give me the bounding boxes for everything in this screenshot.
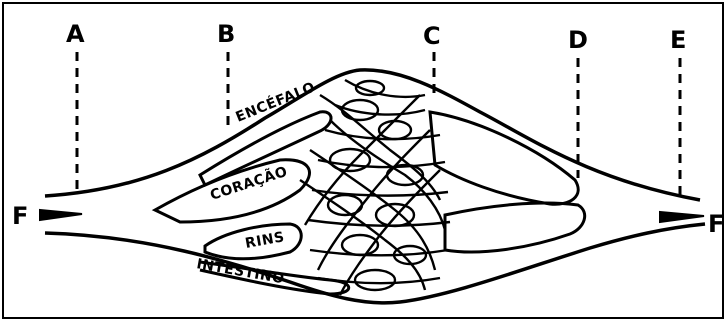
right-lower-channel — [445, 203, 585, 252]
flow-label-right: F — [708, 210, 724, 238]
marker-label-c: C — [423, 22, 441, 50]
marker-label-b: B — [217, 20, 235, 48]
marker-label-d: D — [568, 26, 588, 54]
organ-label-kidneys: RINS — [244, 229, 286, 252]
marker-label-e: E — [670, 26, 686, 54]
flow-label-left: F — [12, 202, 28, 230]
left-flow-arrow — [40, 210, 82, 220]
marker-label-a: A — [66, 20, 85, 48]
organ-label-intestine: INTESTINO — [195, 256, 285, 287]
right-flow-arrow — [660, 212, 704, 222]
